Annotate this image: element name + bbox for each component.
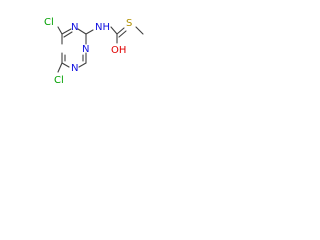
atom-cl-bottom: Cl: [54, 75, 64, 86]
chemical-structure: Cl N N N Cl NH S OH: [44, 17, 144, 86]
atom-s: S: [126, 18, 132, 29]
bond-ring-2: [77, 28, 87, 35]
bonds: [57, 26, 144, 73]
atom-cl-top: Cl: [44, 17, 54, 28]
atom-labels: Cl N N N Cl NH S OH: [44, 17, 132, 86]
atom-oh: OH: [111, 45, 126, 56]
bond-ring-5: [78, 62, 87, 68]
bond-ring-1b: [63, 31, 73, 38]
bond-ring-6: [61, 62, 70, 68]
atom-nh: NH: [95, 22, 110, 33]
atom-n-upper: N: [71, 22, 78, 33]
bond-cl-bottom: [57, 62, 63, 73]
bond-c-s: [116, 27, 125, 35]
bond-c-s-b: [118, 30, 127, 38]
bond-nh-c: [110, 26, 118, 35]
atom-n-right: N: [82, 44, 89, 55]
bond-cl-top: [57, 26, 63, 35]
bond-s-ch3: [135, 26, 144, 35]
bond-ring-1: [61, 28, 72, 35]
bond-c-nh: [85, 29, 94, 35]
atom-n-bottom: N: [71, 63, 78, 74]
